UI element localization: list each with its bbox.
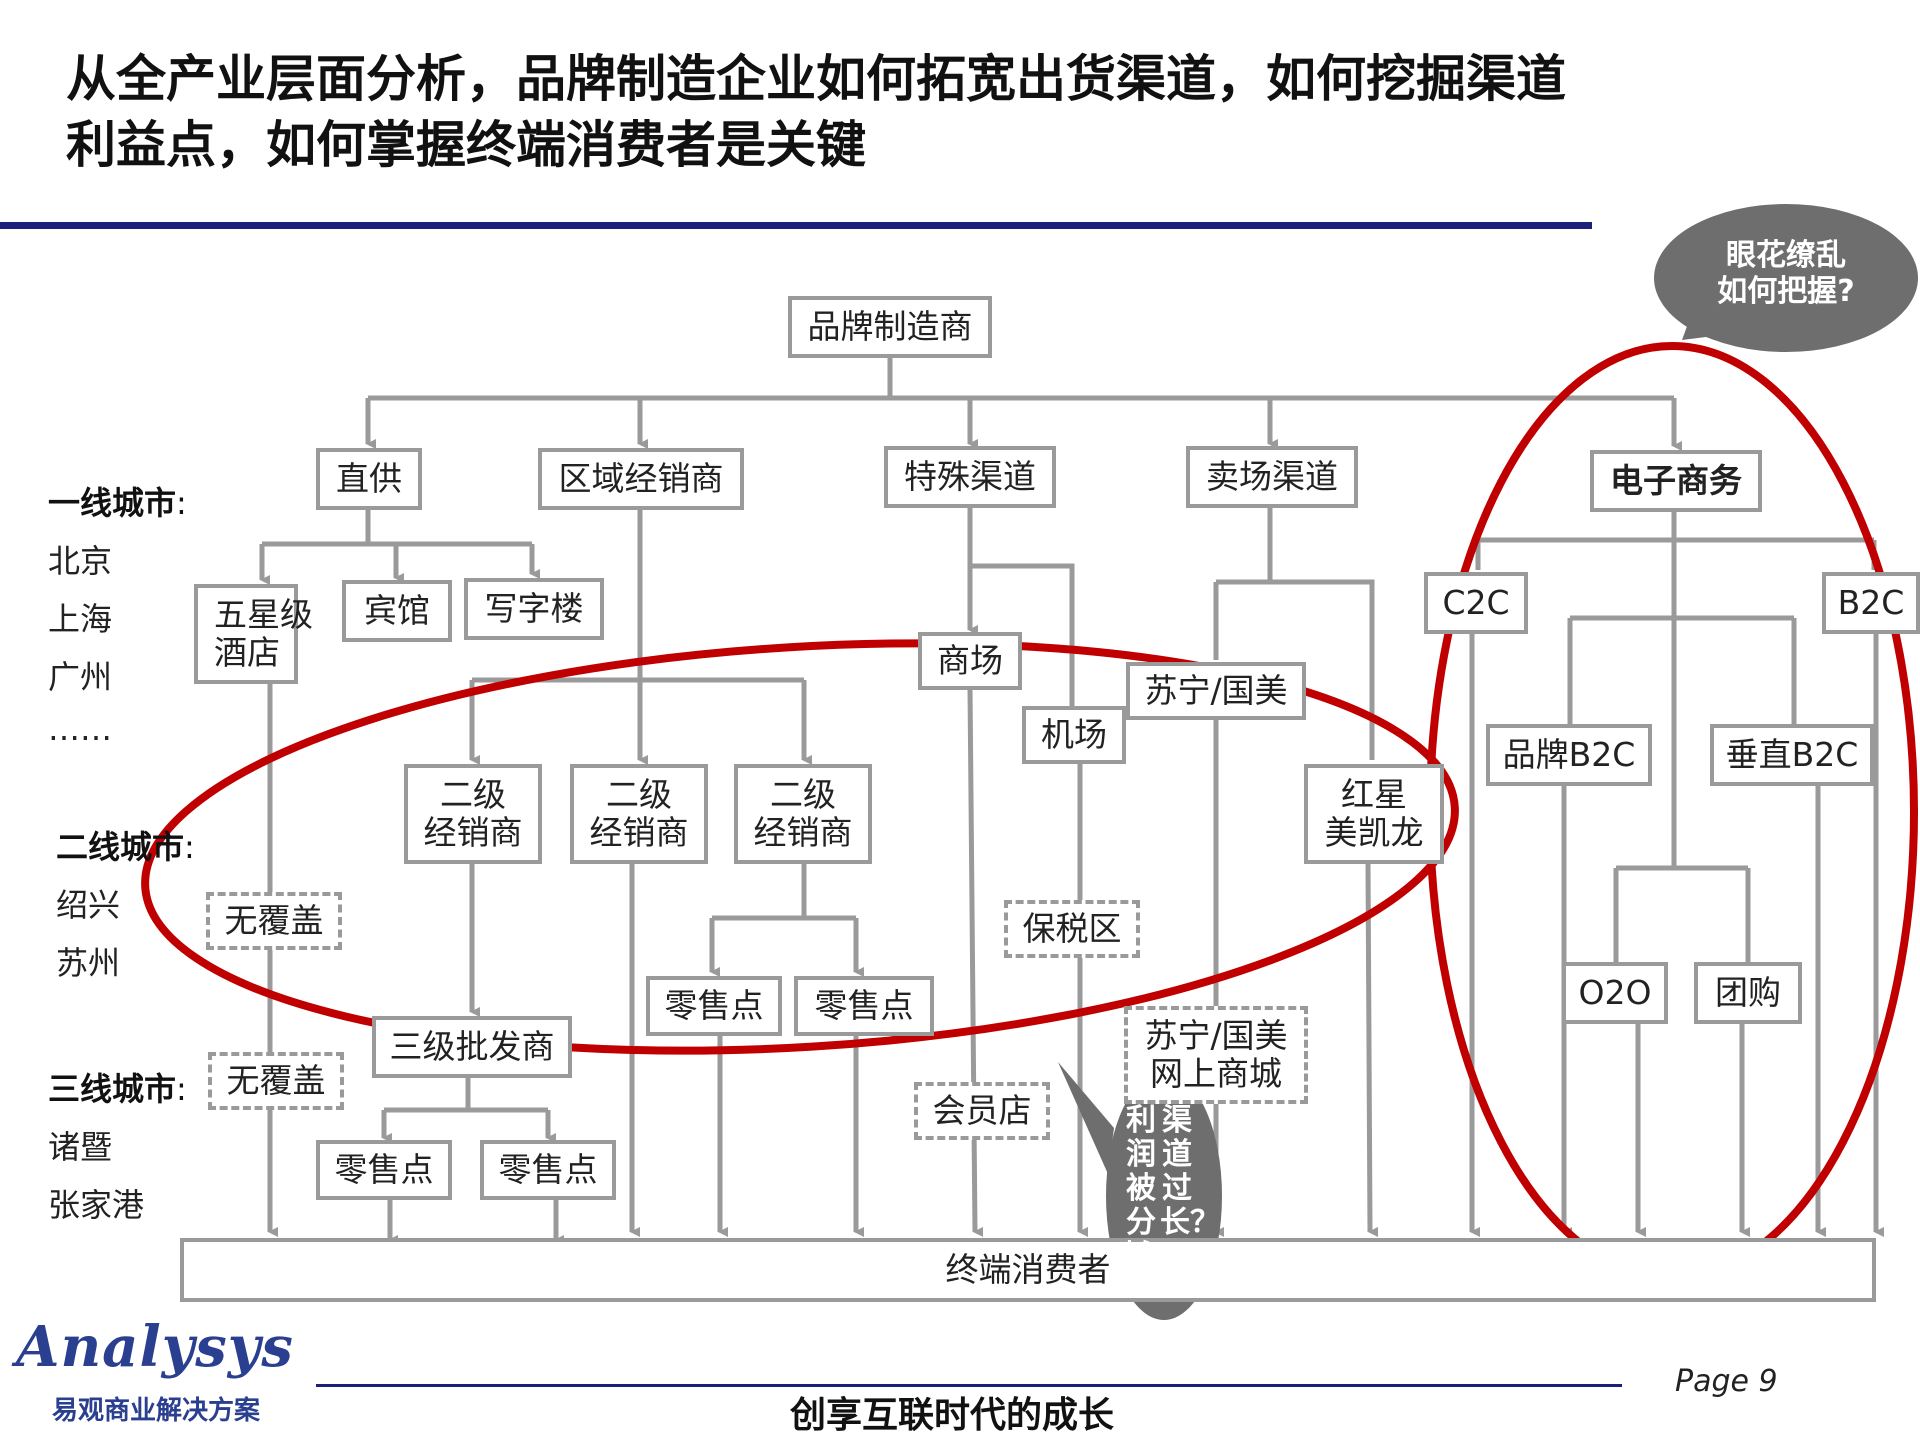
city-zhuji: 诸暨 <box>48 1128 113 1166</box>
title-divider <box>0 222 1592 229</box>
city-more: …… <box>48 710 112 748</box>
callout-mid-col2: 利润被分摊？ <box>1124 1103 1184 1274</box>
node-secondary-dealer-1: 二级 经销商 <box>404 764 542 864</box>
page-title: 从全产业层面分析，品牌制造企业如何拓宽出货渠道，如何挖掘渠道 利益点，如何掌握终… <box>66 46 1706 178</box>
city-beijing: 北京 <box>48 542 113 580</box>
tier3-label: 三线城市: <box>48 1070 187 1108</box>
node-suning-gome: 苏宁/国美 <box>1126 662 1306 720</box>
node-c2c: C2C <box>1424 572 1528 634</box>
node-suning-gome-online: 苏宁/国美 网上商城 <box>1124 1006 1308 1104</box>
callout-top-text: 眼花缭乱 如何把握? <box>1717 238 1855 309</box>
callout-bubble-top <box>1654 204 1918 352</box>
node-o2o: O2O <box>1562 962 1668 1024</box>
node-office-building: 写字楼 <box>464 578 604 640</box>
node-red-star-macalline: 红星 美凯龙 <box>1304 764 1444 864</box>
node-b2c: B2C <box>1822 572 1920 634</box>
node-secondary-dealer-3: 二级 经销商 <box>734 764 872 864</box>
node-member-store: 会员店 <box>914 1082 1050 1140</box>
node-special-channel: 特殊渠道 <box>884 446 1056 508</box>
analysys-logo-subtitle: 易观商业解决方案 <box>52 1396 261 1426</box>
node-brand-b2c: 品牌B2C <box>1486 724 1652 786</box>
node-no-coverage-tier2: 无覆盖 <box>206 892 342 950</box>
footer-slogan: 创享互联时代的成长 <box>790 1395 1115 1436</box>
node-ecommerce: 电子商务 <box>1590 450 1762 512</box>
city-guangzhou: 广州 <box>48 658 113 696</box>
node-end-consumer: 终端消费者 <box>180 1238 1876 1302</box>
footer-divider <box>316 1384 1622 1387</box>
node-vertical-b2c: 垂直B2C <box>1710 724 1874 786</box>
node-five-star-hotel: 五星级 酒店 <box>194 584 313 684</box>
node-store-channel: 卖场渠道 <box>1186 446 1358 508</box>
node-bonded-zone: 保税区 <box>1004 900 1140 958</box>
city-suzhou: 苏州 <box>56 944 121 982</box>
node-group-buying: 团购 <box>1694 962 1802 1024</box>
node-guesthouse: 宾馆 <box>342 580 452 642</box>
node-tertiary-wholesaler: 三级批发商 <box>372 1016 572 1078</box>
node-retail-point-3: 零售点 <box>316 1140 452 1200</box>
node-retail-point-4: 零售点 <box>480 1140 616 1200</box>
city-zhangjiagang: 张家港 <box>48 1186 145 1224</box>
tier2-label: 二线城市: <box>56 828 195 866</box>
node-manufacturer: 品牌制造商 <box>788 296 992 358</box>
node-no-coverage-tier3: 无覆盖 <box>208 1052 344 1110</box>
node-mall: 商场 <box>918 632 1022 690</box>
city-shaoxing: 绍兴 <box>56 886 121 924</box>
title-line-1: 从全产业层面分析，品牌制造企业如何拓宽出货渠道，如何挖掘渠道 <box>66 50 1566 108</box>
analysys-logo: Analysys <box>16 1314 294 1380</box>
node-regional-dealer: 区域经销商 <box>538 448 744 510</box>
city-shanghai: 上海 <box>48 600 113 638</box>
node-airport: 机场 <box>1022 706 1126 764</box>
title-line-2: 利益点，如何掌握终端消费者是关键 <box>66 116 866 174</box>
callout-mid-col1: 渠道过长？ <box>1160 1103 1220 1240</box>
node-retail-point-2: 零售点 <box>794 976 934 1036</box>
tier1-label: 一线城市: <box>48 484 187 522</box>
node-secondary-dealer-2: 二级 经销商 <box>570 764 708 864</box>
node-direct-supply: 直供 <box>316 448 422 510</box>
node-retail-point-1: 零售点 <box>646 976 782 1036</box>
page-number: Page 9 <box>1675 1364 1778 1399</box>
